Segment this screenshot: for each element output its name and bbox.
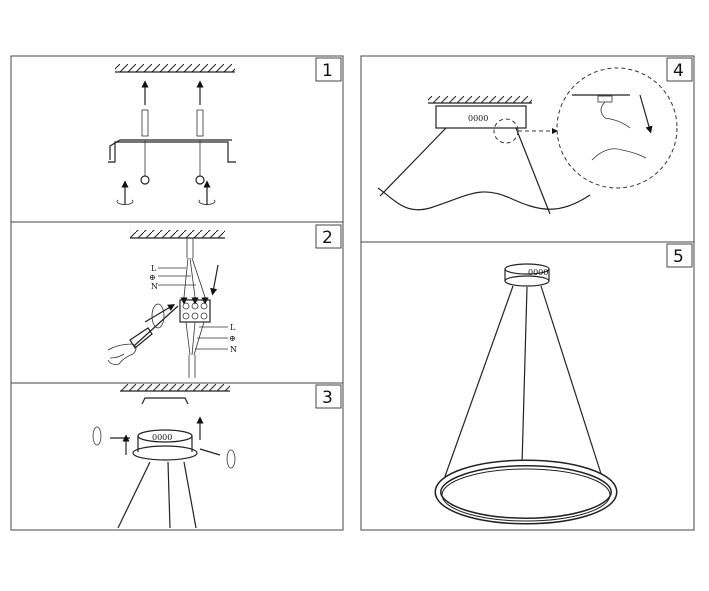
wire-label-live: L <box>151 264 157 273</box>
rotate-arrow-icon <box>116 180 216 205</box>
detail-magnifier <box>556 67 678 189</box>
step-number: 3 <box>322 388 333 408</box>
hand-adjust-detail <box>572 94 653 161</box>
lamp-cable <box>185 321 205 378</box>
step-2: 2 L ⊕ N L ⊕ N <box>107 224 342 378</box>
rotate-arrow-icon <box>144 303 176 329</box>
ceiling-hatch <box>120 384 230 392</box>
rotate-arrow-icon <box>226 449 236 469</box>
step-number: 4 <box>673 61 684 81</box>
screwdriver-hand <box>107 305 179 365</box>
left-panel <box>10 55 344 531</box>
mounting-bracket <box>141 397 189 405</box>
wire-label-neutral: N <box>230 345 237 354</box>
step-number: 1 <box>322 61 333 81</box>
canopy-marking: 0000 <box>152 433 172 442</box>
screw-arrow <box>199 448 221 456</box>
step-4: 4 0000 <box>377 57 693 215</box>
mounting-bracket <box>108 139 236 163</box>
ceiling-hatch <box>115 64 235 73</box>
canopy-marking: 0000 <box>468 114 488 123</box>
step-number: 2 <box>322 228 333 248</box>
ceiling-hatch <box>428 96 532 104</box>
ceiling-hatch <box>130 230 225 239</box>
step-3: 3 0000 <box>92 384 342 529</box>
ring-light <box>434 459 618 525</box>
ring-light <box>377 187 591 211</box>
canopy: 0000 <box>504 263 550 287</box>
wire-label-earth: ⊕ <box>229 334 236 343</box>
step-1: 1 <box>108 57 342 205</box>
step-number-box <box>666 57 693 82</box>
step-5: 5 0000 <box>434 243 693 525</box>
step-number-box <box>315 57 342 82</box>
step-number: 5 <box>673 247 684 267</box>
suspension-cables <box>117 461 197 529</box>
wire-label-neutral: N <box>151 282 158 291</box>
canopy: 0000 <box>132 429 198 461</box>
wire-label-live: L <box>230 323 236 332</box>
canopy: 0000 <box>435 105 527 129</box>
screws-and-dowels <box>140 80 205 185</box>
canopy-marking: 0000 <box>528 268 548 277</box>
step-number-box <box>315 384 342 409</box>
right-panel <box>360 55 695 531</box>
step-number-box <box>666 243 693 268</box>
suspension-cables <box>442 285 604 483</box>
step-number-box <box>315 224 342 249</box>
suspension-cable <box>515 127 551 215</box>
rotate-arrow-icon <box>92 426 102 446</box>
wire-label-earth: ⊕ <box>149 273 156 282</box>
suspension-cable <box>379 127 447 197</box>
